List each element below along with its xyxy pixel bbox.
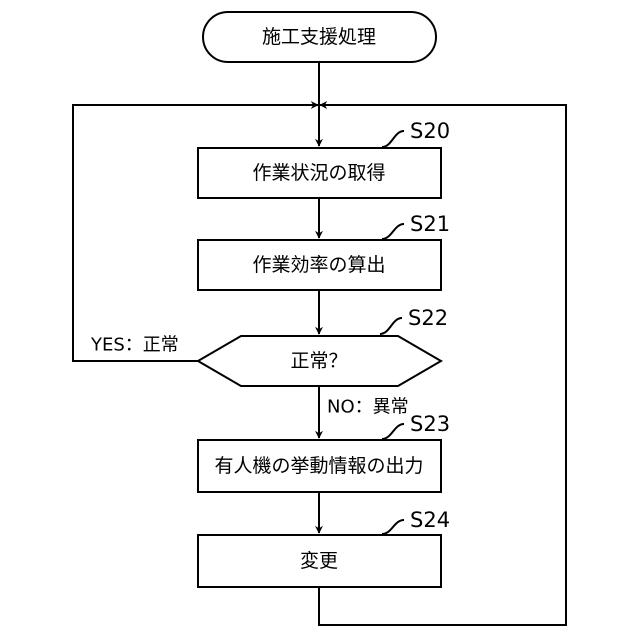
step-leader-s23 — [382, 424, 404, 439]
step-leader-s22 — [380, 318, 402, 334]
process-s24-label: 変更 — [300, 550, 338, 572]
step-leader-s24 — [382, 520, 404, 534]
step-leader-s20 — [382, 131, 404, 147]
branch-yes-label: YES：正常 — [90, 335, 179, 356]
process-s20-label: 作業状況の取得 — [252, 162, 385, 184]
step-id-s21: S21 — [410, 212, 450, 236]
start-label: 施工支援処理 — [262, 26, 376, 48]
step-id-s20: S20 — [410, 119, 450, 143]
step-id-s24: S24 — [410, 508, 450, 532]
step-id-s22: S22 — [408, 306, 448, 330]
process-s21-label: 作業効率の算出 — [252, 254, 385, 276]
branch-no-label: NO：異常 — [327, 397, 409, 418]
step-leader-s21 — [382, 224, 404, 239]
decision-s22-label: 正常？ — [290, 350, 347, 372]
process-s23-label: 有人機の挙動情報の出力 — [214, 455, 423, 477]
step-id-s23: S23 — [410, 412, 450, 436]
connector-yes-loop — [73, 105, 304, 361]
